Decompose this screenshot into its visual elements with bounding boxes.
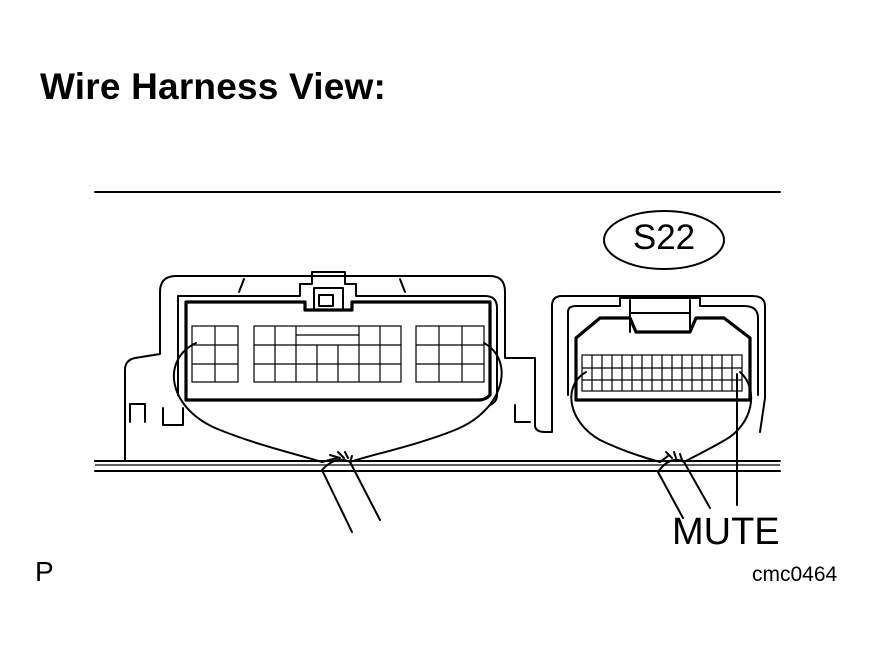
reference-code: cmc0464 bbox=[752, 563, 838, 586]
bracket-slot-mid bbox=[162, 407, 184, 426]
left-connector bbox=[172, 271, 503, 533]
left-wire-bundle-end bbox=[321, 458, 351, 471]
right-wire-bundle-end bbox=[657, 459, 685, 473]
left-terminal-grid-c bbox=[415, 325, 485, 383]
bracket-slot-left bbox=[129, 403, 146, 423]
page-letter: P bbox=[35, 556, 54, 587]
bracket-slot-right bbox=[514, 404, 531, 423]
left-wire-loop-right bbox=[349, 342, 503, 463]
panel-outline bbox=[94, 275, 766, 462]
connector-id-oval bbox=[603, 210, 725, 270]
right-wire-loop-left bbox=[570, 371, 661, 463]
right-wire-bundle bbox=[657, 461, 711, 519]
right-wire-loop-right bbox=[683, 371, 753, 463]
right-wire-strands bbox=[659, 451, 683, 463]
mute-terminal-label: MUTE bbox=[672, 511, 780, 553]
right-connector bbox=[567, 297, 759, 519]
right-terminal-grid bbox=[581, 354, 743, 392]
left-wire-loop-left bbox=[172, 342, 323, 463]
left-terminal-grid-b bbox=[253, 325, 402, 383]
left-terminal-grid-a bbox=[191, 325, 239, 383]
left-wire-bundle bbox=[321, 461, 381, 533]
diagram-title: Wire Harness View: bbox=[40, 66, 387, 107]
connector-id-label: S22 bbox=[632, 218, 696, 257]
left-wire-strands bbox=[321, 451, 353, 463]
